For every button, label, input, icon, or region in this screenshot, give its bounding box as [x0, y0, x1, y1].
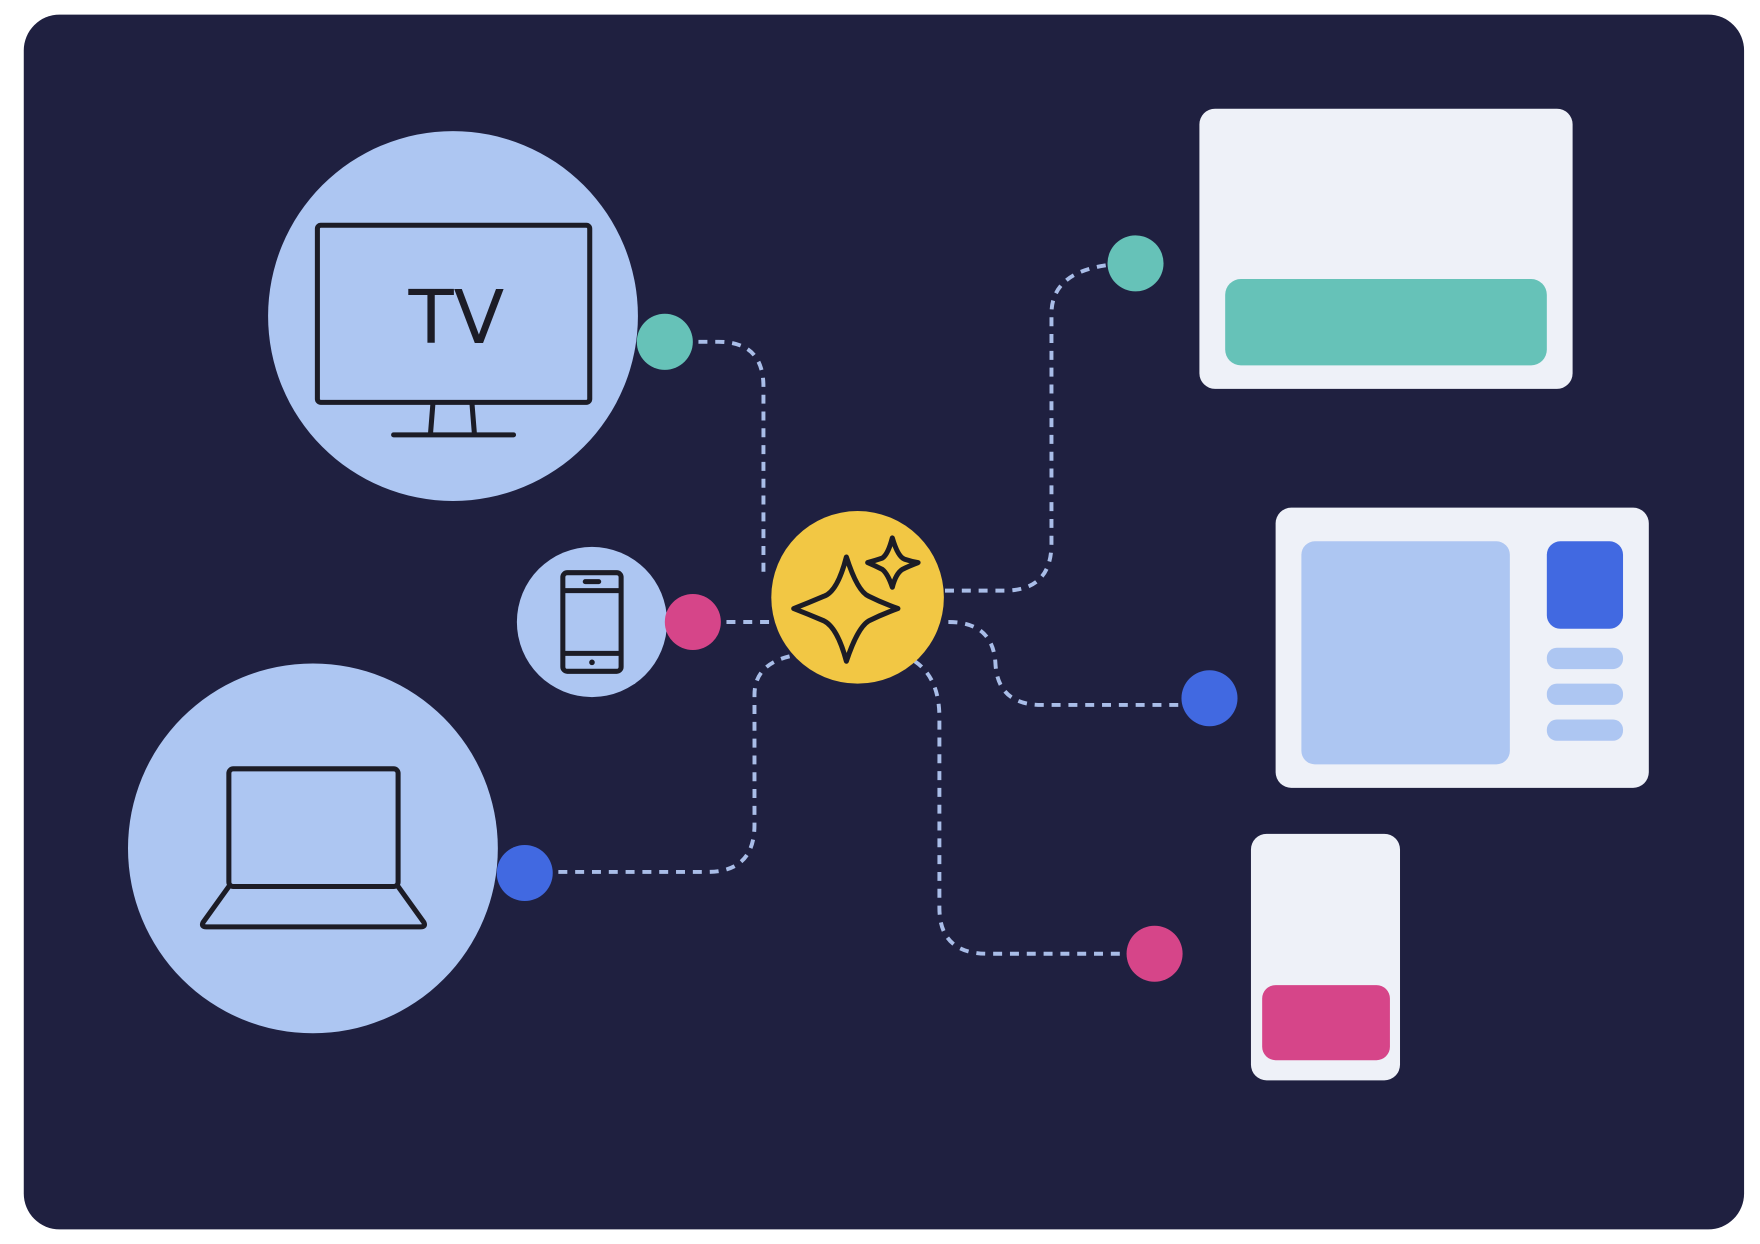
device-phone — [516, 546, 668, 698]
connector-dot-laptop[interactable] — [496, 845, 553, 902]
connector-hub-card2 — [948, 620, 1210, 707]
card-line-1 — [1546, 647, 1624, 670]
card-banner-teal — [1225, 279, 1547, 366]
smartphone-icon — [560, 570, 624, 674]
hub[interactable] — [771, 511, 944, 684]
output-card-tv-layout — [1199, 108, 1573, 389]
connector-dot-tv[interactable] — [636, 313, 693, 370]
connector-dot-phone[interactable] — [664, 593, 721, 651]
card-line-3 — [1546, 719, 1624, 741]
output-card-desktop-layout — [1275, 507, 1649, 788]
connector-dot-card2[interactable] — [1181, 670, 1238, 727]
connector-laptop-hub — [524, 653, 793, 874]
output-card-mobile-layout — [1250, 833, 1401, 1081]
connector-dot-card3[interactable] — [1126, 925, 1183, 982]
card-banner-pink — [1262, 985, 1390, 1061]
device-laptop — [127, 663, 498, 1034]
card-line-2 — [1546, 683, 1624, 705]
tv-label: TV — [407, 275, 504, 361]
card-main-block — [1301, 541, 1510, 765]
tv-icon: TV — [314, 222, 593, 438]
device-tv: TV — [268, 131, 638, 501]
laptop-icon — [199, 766, 428, 930]
connectors — [524, 261, 1210, 956]
connector-tv-hub — [664, 339, 766, 574]
card-side-block-blue — [1546, 541, 1624, 629]
connector-hub-card3 — [913, 659, 1155, 956]
sparkles-icon — [791, 535, 921, 664]
connector-dot-card1[interactable] — [1107, 235, 1164, 292]
